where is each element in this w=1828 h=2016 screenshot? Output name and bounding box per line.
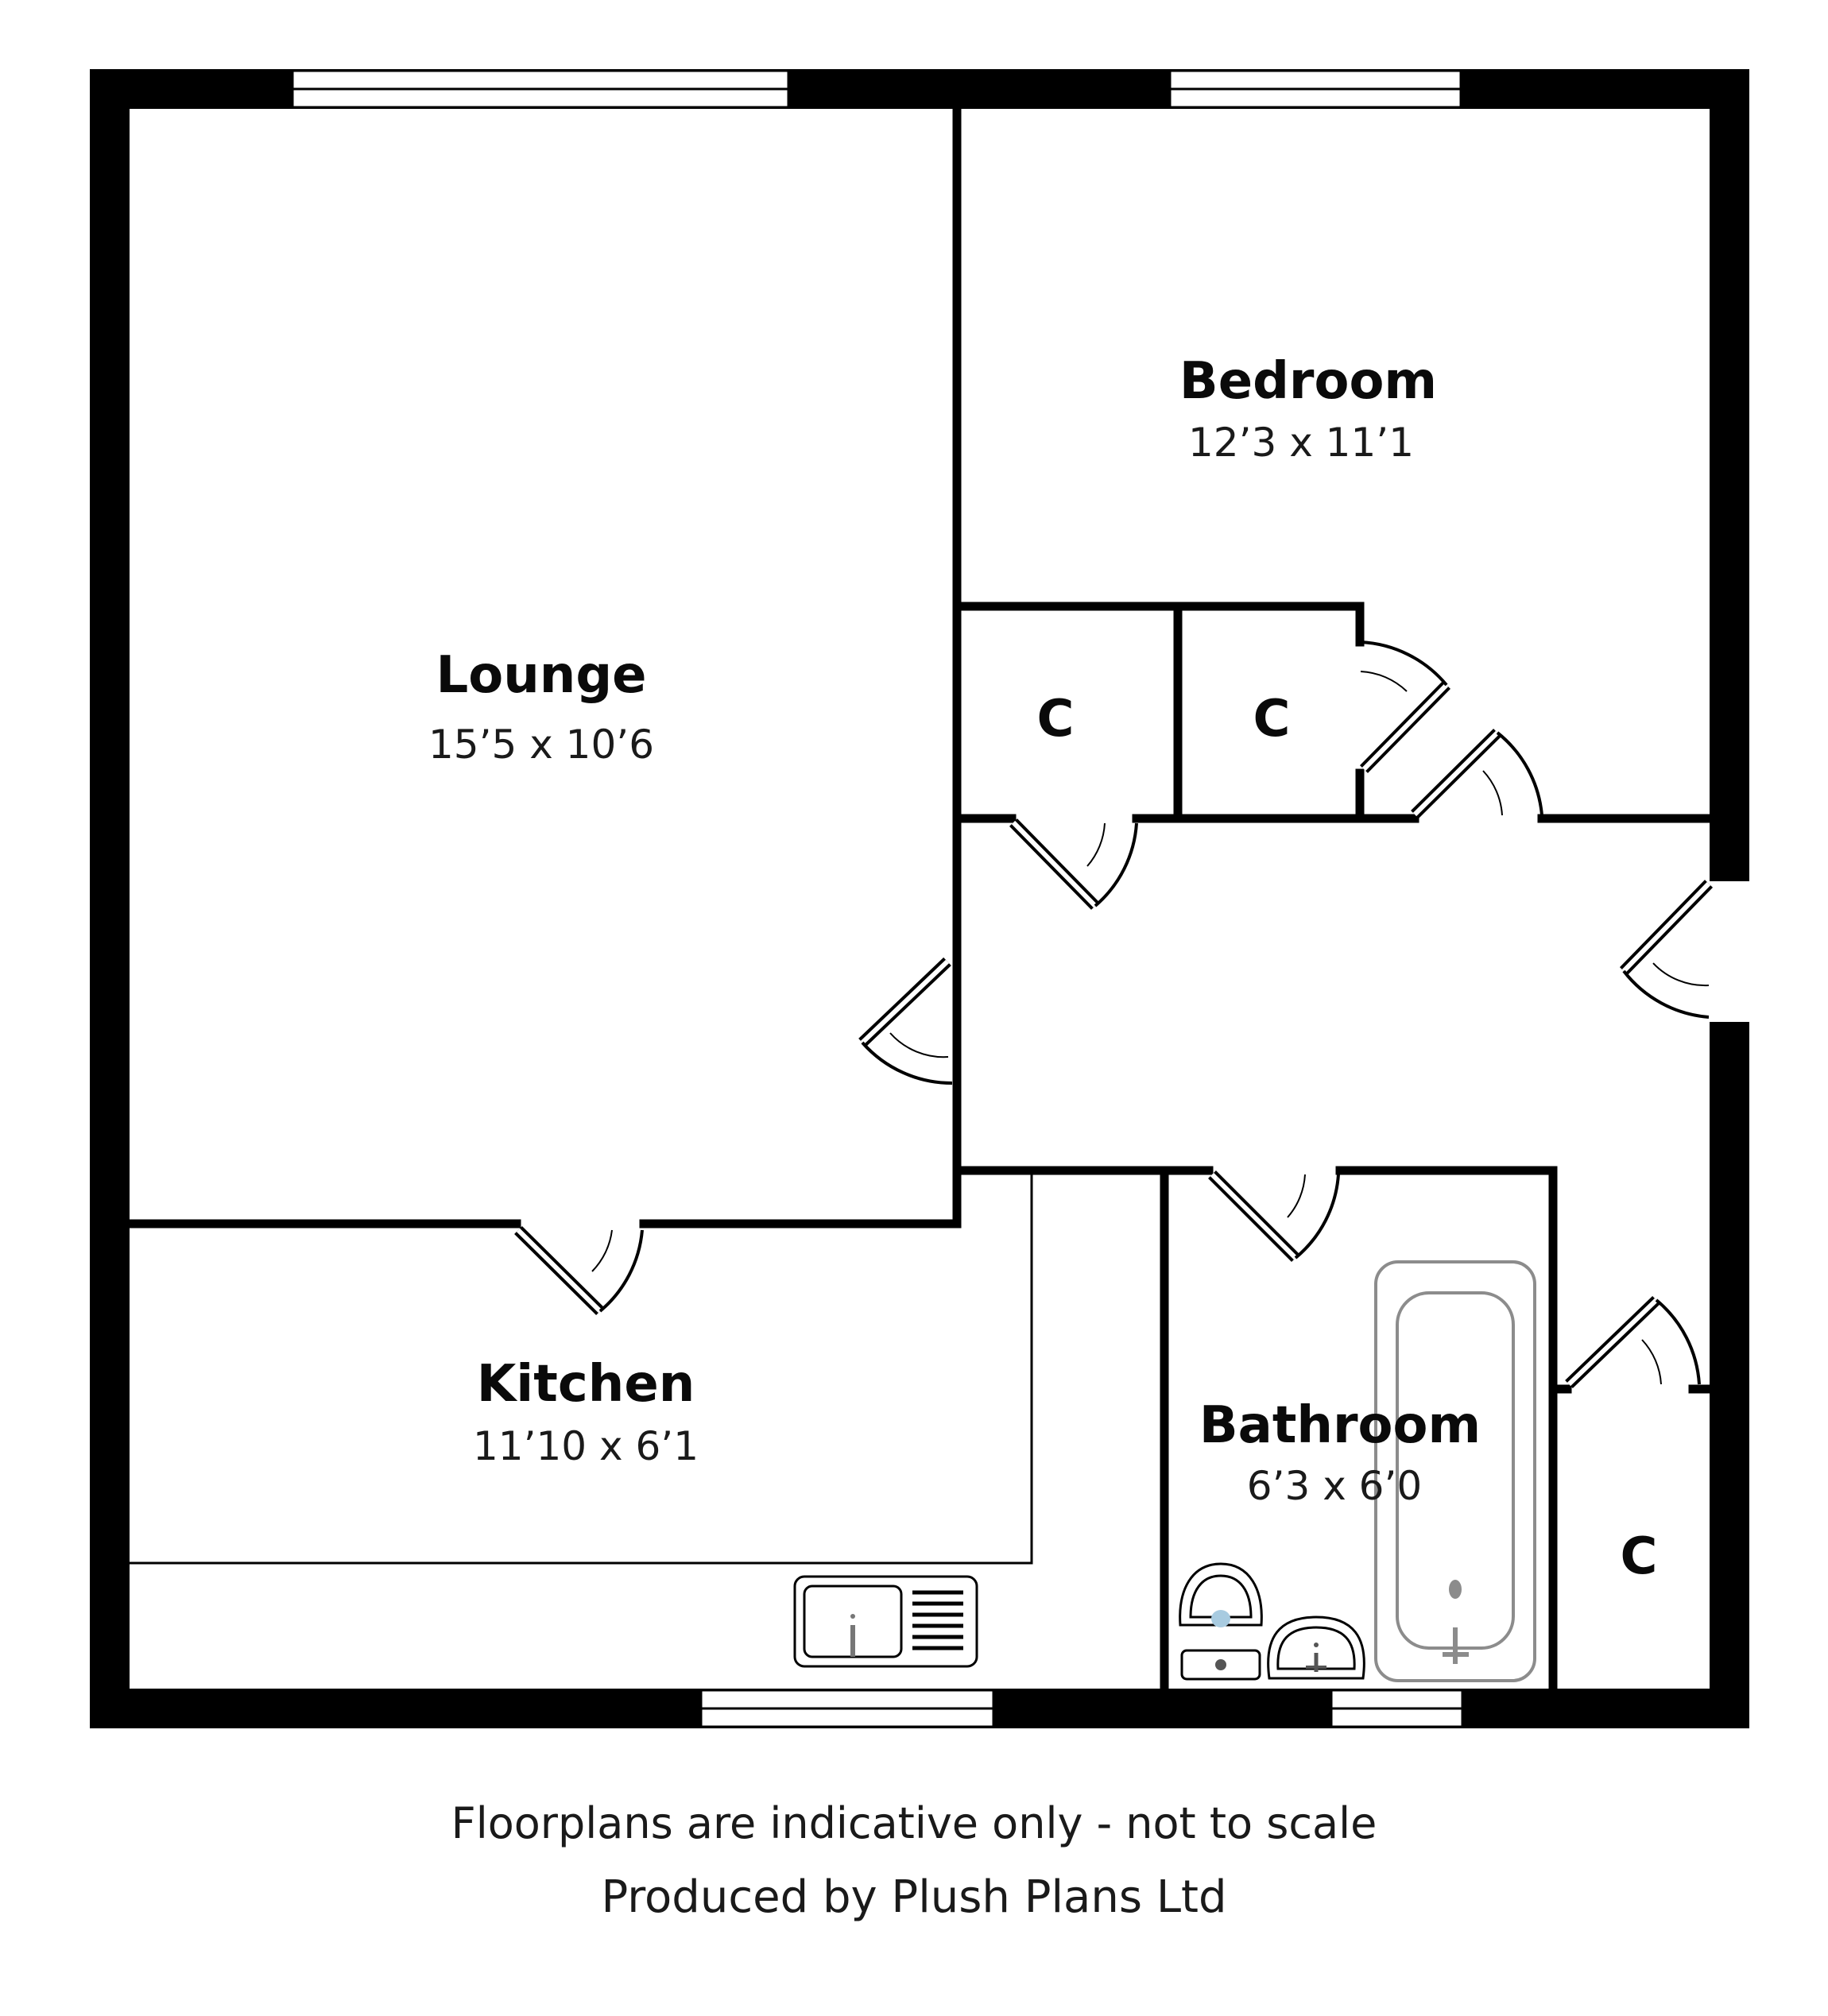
door-cupboard-2 — [1360, 640, 1450, 773]
interior-walls — [125, 104, 1714, 1693]
kitchen-sink — [793, 1575, 978, 1668]
window-bathroom — [1317, 1689, 1477, 1728]
windows — [278, 69, 1477, 1728]
room-name-bathroom: Bathroom — [1199, 1396, 1481, 1455]
doors — [514, 640, 1714, 1389]
room-name-bedroom: Bedroom — [1179, 352, 1438, 411]
room-dimensions-kitchen: 11’10 x 6’1 — [472, 1423, 699, 1469]
cupboard-label-3: C — [1620, 1527, 1658, 1586]
door-lounge — [858, 957, 953, 1085]
bathtub — [1374, 1260, 1536, 1682]
kitchen-worktop — [130, 1171, 1033, 1565]
window-bedroom — [1156, 69, 1475, 109]
room-dimensions-bathroom: 6’3 x 6’0 — [1246, 1463, 1423, 1509]
room-dimensions-bedroom: 12’3 x 11’1 — [1187, 420, 1415, 466]
door-kitchen — [514, 1226, 644, 1315]
wash-basin — [1267, 1616, 1365, 1680]
door-cupboard-3 — [1565, 1295, 1701, 1389]
room-dimensions-lounge: 15’5 x 10’6 — [428, 722, 655, 768]
room-name-kitchen: Kitchen — [476, 1355, 695, 1414]
door-cupboard-1 — [1009, 818, 1138, 910]
room-name-lounge: Lounge — [436, 646, 647, 705]
cupboard-label-1: C — [1036, 690, 1075, 749]
window-kitchen — [687, 1689, 1008, 1728]
door-bathroom — [1208, 1171, 1340, 1262]
window-lounge — [278, 69, 803, 109]
toilet — [1179, 1562, 1263, 1681]
outer-walls — [90, 69, 1749, 1728]
disclaimer-text: Floorplans are indicative only - not to … — [451, 1798, 1377, 1848]
cupboard-label-2: C — [1253, 690, 1291, 749]
door-entrance — [1619, 880, 1714, 1019]
door-bedroom — [1411, 729, 1543, 818]
producer-credit: Produced by Plush Plans Ltd — [601, 1871, 1227, 1923]
